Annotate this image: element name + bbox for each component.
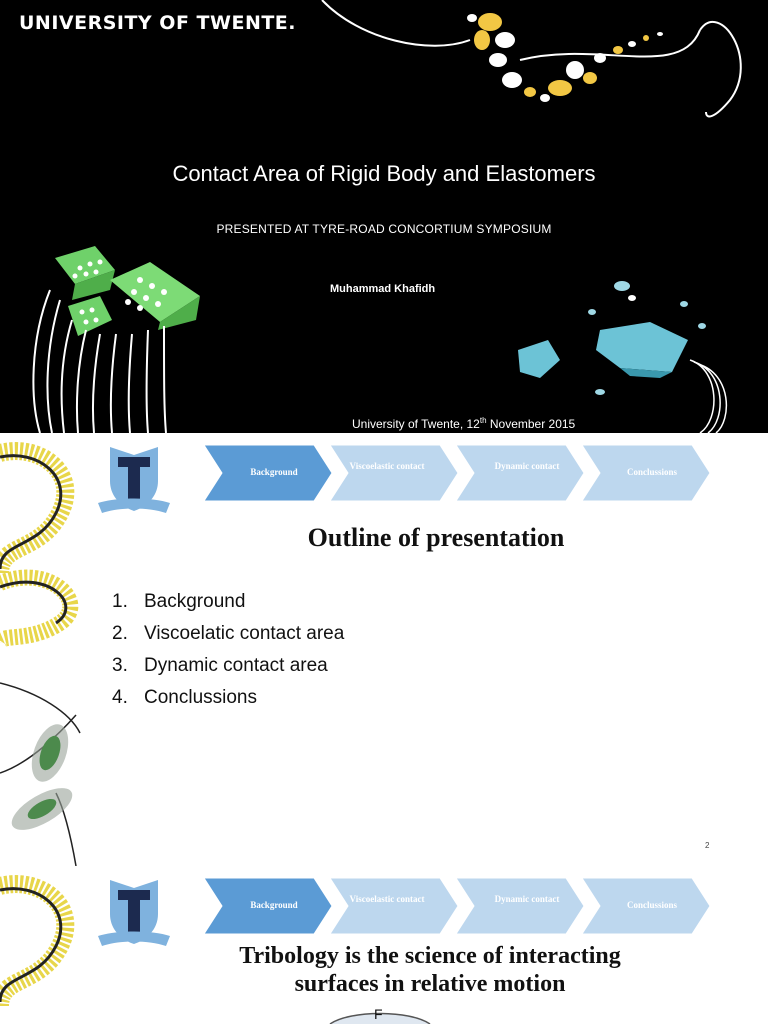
nav-chevron-shape <box>455 878 585 934</box>
list-item-text: Dynamic contact area <box>144 655 328 676</box>
nav-chevrons <box>204 878 711 934</box>
list-item-number: 1. <box>112 591 128 612</box>
nav-chevron-shape <box>329 878 459 934</box>
nav-chevrons <box>204 445 711 501</box>
nav-step-dynamic[interactable]: Dynamic contact <box>494 894 560 904</box>
nav-step-viscoelastic[interactable]: Viscoelastic contact <box>349 461 425 471</box>
slide-title: Outline of presentation <box>307 523 565 552</box>
footer-superscript: th <box>479 416 487 425</box>
tribology-logo <box>98 447 170 513</box>
blue-crystal-cluster <box>518 281 706 395</box>
outline-slide-decoration <box>0 442 81 866</box>
list-item-number: 2. <box>112 623 128 644</box>
particle-cluster-top <box>467 13 663 102</box>
tribology-slide: Background Viscoelastic contact Dynamic … <box>0 866 768 1024</box>
list-item-text: Viscoelatic contact area <box>144 623 345 644</box>
list-item: 4. Conclussions <box>112 687 344 719</box>
title-slide-decoration <box>32 0 742 433</box>
nav-chevron-shape <box>581 445 711 501</box>
list-item-number: 4. <box>112 687 128 708</box>
slide-title: Tribology is the science of interacting … <box>180 942 680 998</box>
green-cube-cluster <box>55 246 200 336</box>
slide-title-line-1: Tribology is the science of interacting <box>239 943 621 969</box>
nav-chevron-shape <box>581 878 711 934</box>
outline-slide: Background Viscoelastic contact Dynamic … <box>0 433 768 866</box>
list-item-number: 3. <box>112 655 128 676</box>
nav-chevron-shape <box>329 445 459 501</box>
presentation-footer: University of Twente, 12th November 2015 <box>352 416 575 431</box>
white-swoosh-right <box>689 359 727 433</box>
nav-chevron-shape <box>204 878 333 934</box>
list-item: 1. Background <box>112 591 344 623</box>
presentation-subtitle: PRESENTED AT TYRE-ROAD CONCORTIUM SYMPOS… <box>216 222 552 236</box>
diagram-label: F <box>374 1006 383 1022</box>
list-item: 3. Dynamic contact area <box>112 655 344 687</box>
white-arc-lines <box>32 289 167 433</box>
footer-prefix: University of Twente, 12 <box>352 417 480 431</box>
presentation-title: Contact Area of Rigid Body and Elastomer… <box>172 161 596 186</box>
nav-step-background[interactable]: Background <box>250 900 298 910</box>
nav-step-background[interactable]: Background <box>250 467 298 477</box>
nav-chevron-shape <box>455 445 585 501</box>
nav-chevron-shape <box>204 445 333 501</box>
tribology-slide-decoration <box>0 875 431 1024</box>
list-item-text: Conclussions <box>144 687 257 708</box>
list-item-text: Background <box>144 591 246 612</box>
list-item: 2. Viscoelatic contact area <box>112 623 344 655</box>
nav-step-conclusions[interactable]: Conclussions <box>626 467 678 477</box>
author-name: Muhammad Khafidh <box>330 283 436 295</box>
nav-step-dynamic[interactable]: Dynamic contact <box>494 461 560 471</box>
slide-title-line-2: surfaces in relative motion <box>294 971 566 997</box>
outline-list: 1.Background 2.Viscoelatic contact area … <box>112 591 344 719</box>
title-slide: UNIVERSITY OF TWENTE. Contact Area of Ri… <box>0 0 768 433</box>
nav-step-conclusions[interactable]: Conclussions <box>626 900 678 910</box>
page-number: 2 <box>705 841 710 850</box>
university-logo-text: UNIVERSITY OF TWENTE. <box>19 12 297 34</box>
footer-suffix: November 2015 <box>486 417 576 431</box>
nav-step-viscoelastic[interactable]: Viscoelastic contact <box>349 894 425 904</box>
tribology-logo <box>98 880 170 946</box>
